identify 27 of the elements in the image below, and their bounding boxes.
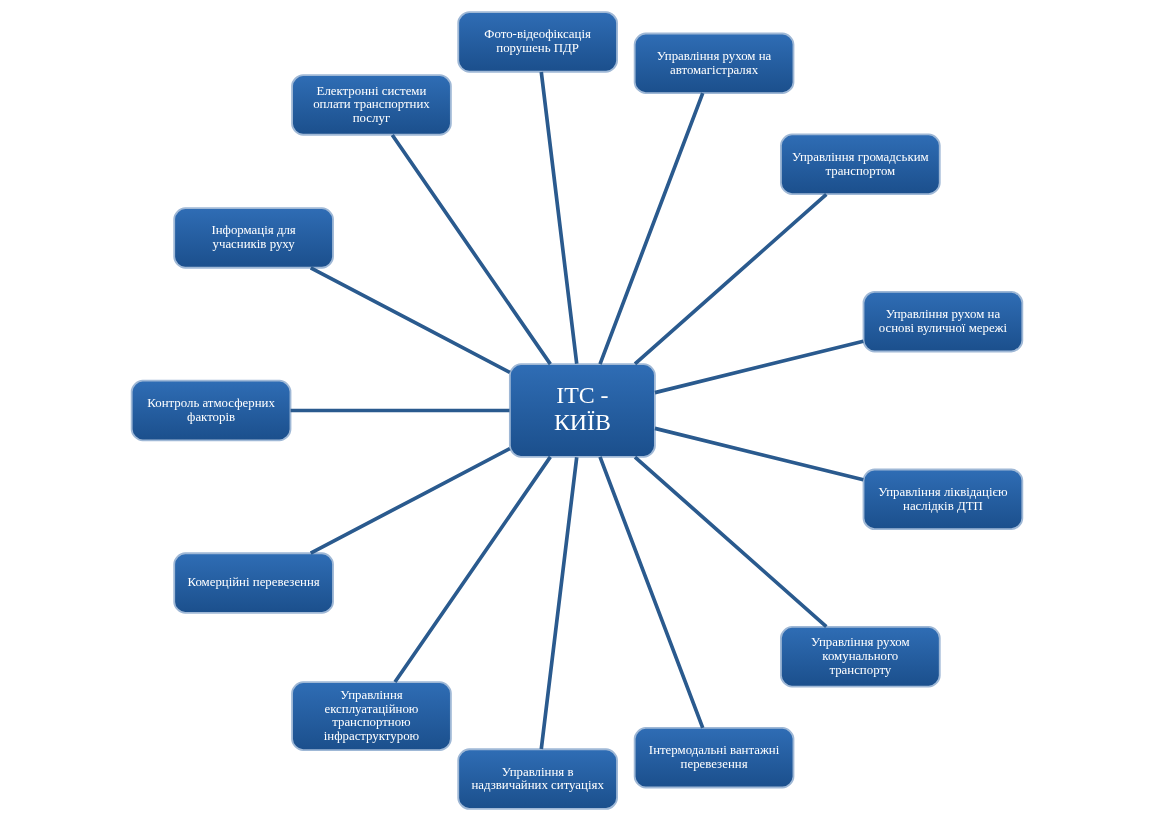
- node-box: Інтермодальні вантажні перевезення: [633, 726, 795, 789]
- node-box: Управління в надзвичайних ситуаціях: [457, 748, 618, 810]
- connector: [633, 193, 828, 366]
- connector: [309, 446, 511, 555]
- connector: [598, 456, 705, 729]
- connector: [390, 134, 552, 366]
- connector: [633, 455, 828, 628]
- node-box: Інформація для учасників руху: [173, 207, 334, 269]
- node-box: Контроль атмосферних факторів: [130, 379, 292, 442]
- connector: [539, 456, 579, 750]
- node-box: Управління громадським транспортом: [780, 133, 941, 196]
- connector: [598, 92, 705, 365]
- connector: [309, 266, 511, 375]
- node-box: ІТС - КИЇВ: [508, 363, 656, 458]
- node-box: Комерційні перевезення: [173, 552, 334, 614]
- node-box: Управління ліквідацією наслідків ДТП: [862, 468, 1024, 531]
- connector: [393, 455, 552, 684]
- node-box: Управління рухом на основі вуличної мережі: [862, 290, 1024, 353]
- node-box: Управління експлуатаційною транспортною інфраструктурою: [291, 681, 452, 751]
- connector: [654, 426, 864, 482]
- node-box: Управління рухом на автомагістралях: [633, 32, 795, 95]
- node-box: Фото-відеофіксація порушень ПДР: [457, 11, 618, 73]
- connector: [539, 71, 579, 365]
- connector: [290, 408, 510, 413]
- node-box: Управління рухом комунального транспорту: [780, 625, 941, 688]
- connector: [654, 339, 864, 395]
- node-box: Електронні системи оплати транспортних послуг: [291, 74, 452, 136]
